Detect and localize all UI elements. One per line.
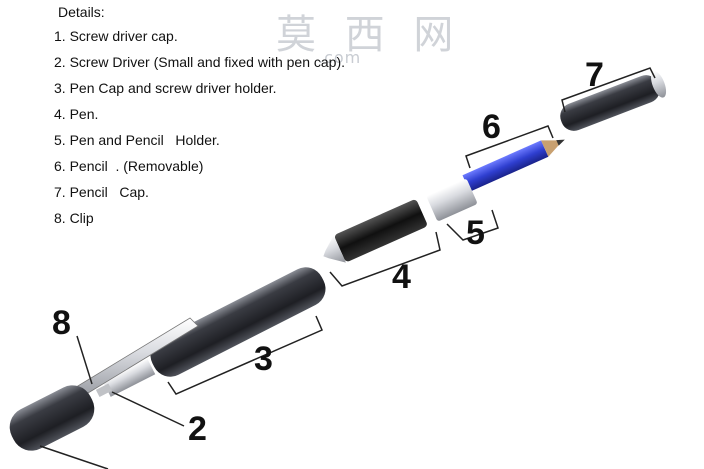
detail-item-7: 7. Pencil Cap.: [54, 184, 149, 200]
watermark-url: .com: [318, 48, 362, 67]
callout-brackets: [39, 67, 656, 469]
detail-item-5: 5. Pen and Pencil Holder.: [54, 132, 220, 148]
detail-item-4: 4. Pen.: [54, 106, 99, 122]
detail-item-3: 3. Pen Cap and screw driver holder.: [54, 80, 277, 96]
pen: [323, 199, 427, 263]
callout-2: 2: [188, 410, 207, 448]
pencil-cap: [560, 71, 667, 131]
callout-6: 6: [482, 108, 501, 146]
pencil: [462, 139, 565, 192]
pen-cap-barrel: [150, 267, 326, 377]
callout-8: 8: [52, 304, 71, 342]
detail-item-2: 2. Screw Driver (Small and fixed with pe…: [54, 54, 345, 70]
detail-item-8: 8. Clip: [54, 210, 94, 226]
detail-item-6: 6. Pencil . (Removable): [54, 158, 204, 174]
screw-driver-cap: [9, 385, 95, 451]
details-list: Details: 1. Screw driver cap. 2. Screw D…: [54, 4, 345, 231]
details-heading: Details:: [58, 4, 105, 20]
pen-pencil-holder: [427, 179, 477, 221]
callout-7: 7: [585, 56, 604, 94]
detail-item-1: 1. Screw driver cap.: [54, 28, 178, 44]
watermark-chinese: 莫 西 网: [276, 12, 462, 58]
callout-5: 5: [466, 214, 485, 252]
callout-4: 4: [392, 258, 411, 296]
screw-driver: [95, 358, 156, 397]
callout-3: 3: [254, 340, 273, 378]
